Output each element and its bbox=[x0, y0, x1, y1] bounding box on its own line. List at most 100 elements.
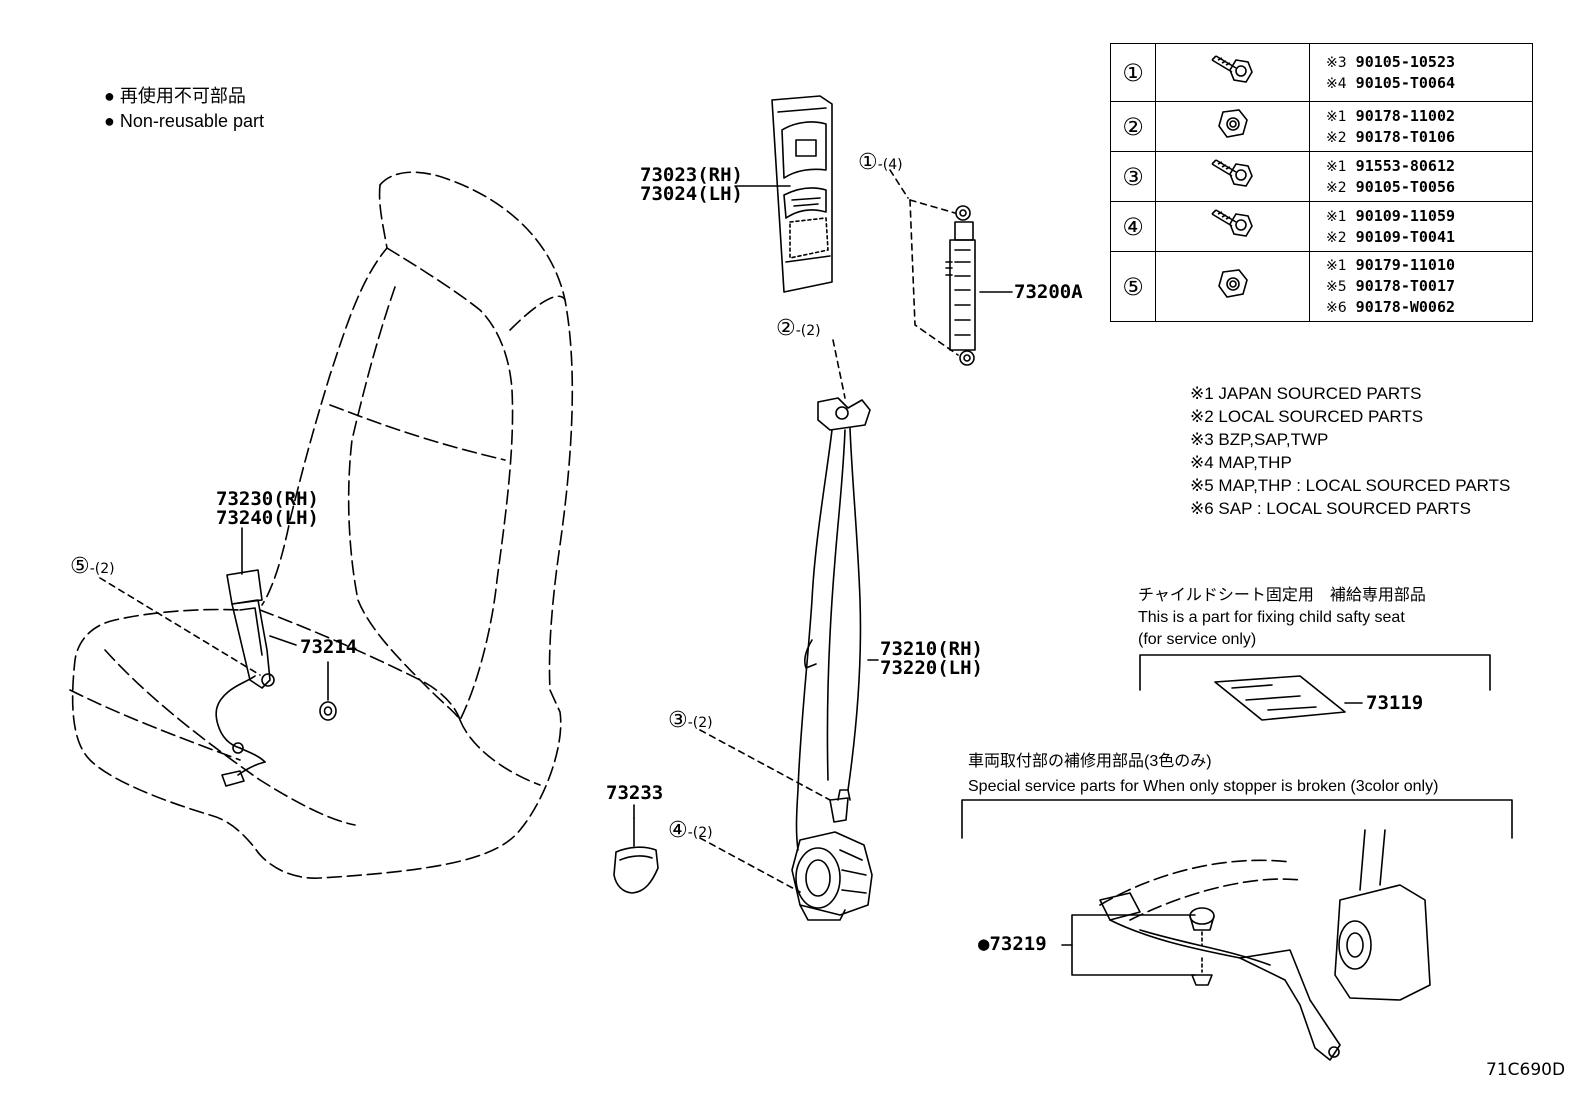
source-mark: ※4 bbox=[1326, 75, 1347, 92]
source-mark: ※6 bbox=[1326, 300, 1347, 316]
part-number-value: 90105-10523 bbox=[1355, 52, 1456, 71]
stopper-repair-area bbox=[961, 799, 1513, 1061]
fastener-row: ③ ※1 91553-80612 ※2 90105-T0056 bbox=[1110, 151, 1533, 202]
footnotes: ※1 JAPAN SOURCED PARTS ※2 LOCAL SOURCED … bbox=[1190, 382, 1510, 520]
part-number: ※2 90105-T0056 bbox=[1326, 177, 1532, 198]
part-number: ※6 90178-W0062 bbox=[1326, 297, 1532, 318]
source-mark: ※5 bbox=[1326, 279, 1347, 295]
fastener-ref-number: ④ bbox=[668, 818, 688, 843]
callout-anchor: 73200A bbox=[1014, 281, 1083, 303]
part-number: ※1 91553-80612 bbox=[1326, 156, 1532, 177]
source-mark: ※2 bbox=[1326, 229, 1347, 246]
part-number-value: 90178-11002 bbox=[1355, 106, 1456, 125]
fastener-ref-number: ⑤ bbox=[70, 554, 90, 579]
part-number: ※2 90109-T0041 bbox=[1326, 227, 1532, 248]
part-number: ※4 90105-T0064 bbox=[1326, 73, 1532, 94]
footnote: ※6 SAP : LOCAL SOURCED PARTS bbox=[1190, 499, 1471, 518]
fastener-ref-qty: -(4) bbox=[877, 157, 903, 173]
callout-belt-rh: 73210(RH) bbox=[880, 638, 983, 660]
nut-icon bbox=[1155, 251, 1310, 322]
fastener-ref-qty: -(2) bbox=[687, 825, 713, 841]
fastener-number: ⑤ bbox=[1110, 251, 1156, 322]
source-mark: ※2 bbox=[1326, 179, 1347, 196]
bolt-icon bbox=[1155, 43, 1310, 102]
bolt-icon bbox=[1155, 151, 1310, 202]
part-number-value: 90178-T0017 bbox=[1355, 277, 1456, 295]
part-number: ※3 90105-10523 bbox=[1326, 52, 1532, 73]
non-reusable-bullet-icon: ● bbox=[978, 933, 990, 955]
fastener-number: ② bbox=[1110, 101, 1156, 152]
height-adjuster-drawing bbox=[909, 199, 976, 366]
footnote: ※1 JAPAN SOURCED PARTS bbox=[1190, 384, 1422, 403]
callout-belt: 73210(RH) 73220(LH) bbox=[880, 640, 983, 678]
footnote: ※2 LOCAL SOURCED PARTS bbox=[1190, 407, 1424, 426]
callout-child-plate: 73119 bbox=[1366, 692, 1424, 714]
part-number: ※2 90178-T0106 bbox=[1326, 127, 1532, 148]
bullet-icon: ● bbox=[104, 111, 115, 131]
fastener-ref-4: ④-(2) bbox=[668, 820, 713, 842]
callout-buckle-rh: 73230(RH) bbox=[216, 488, 319, 510]
callout-belt-lh: 73220(LH) bbox=[880, 657, 983, 679]
fastener-row: ② ※1 90178-11002 ※2 90178-T0106 bbox=[1110, 101, 1533, 152]
bolt-icon bbox=[1155, 201, 1310, 252]
fastener-number: ① bbox=[1110, 43, 1156, 102]
footnote: ※3 BZP,SAP,TWP bbox=[1190, 430, 1329, 449]
fastener-ref-number: ① bbox=[858, 150, 878, 175]
callout-cover: 73233 bbox=[606, 782, 664, 804]
fastener-row: ① ※3 90105-10523 ※4 90105-T0064 bbox=[1110, 43, 1533, 102]
legend: ● 再使用不可部品 ● Non-reusable part bbox=[104, 84, 264, 134]
source-mark: ※2 bbox=[1326, 129, 1347, 146]
fastener-row: ⑤ ※1 90179-11010 ※5 90178-T0017 ※6 90178… bbox=[1110, 251, 1533, 322]
fastener-table: ① ※3 90105-10523 ※4 90105-T0064 ② ※1 901… bbox=[1110, 43, 1533, 322]
callout-stopper: ●73219 bbox=[978, 935, 1047, 954]
fastener-ref-5: ⑤-(2) bbox=[70, 556, 115, 578]
bullet-icon: ● bbox=[104, 86, 115, 106]
fastener-part-numbers: ※1 91553-80612 ※2 90105-T0056 bbox=[1309, 151, 1533, 202]
belt-retractor-drawing bbox=[791, 397, 873, 921]
fastener-ref-qty: -(2) bbox=[795, 323, 821, 339]
callout-buckle-lh: 73240(LH) bbox=[216, 507, 319, 529]
stopper-note: 車両取付部の補修用部品(3色のみ) Special service parts … bbox=[968, 749, 1438, 799]
fastener-number: ③ bbox=[1110, 151, 1156, 202]
part-number-value: 90105-T0056 bbox=[1355, 177, 1456, 196]
child-seat-note-en: This is a part for fixing child safty se… bbox=[1138, 609, 1405, 626]
part-number-value: 90109-11059 bbox=[1355, 206, 1456, 225]
fastener-part-numbers: ※1 90179-11010 ※5 90178-T0017 ※6 90178-W… bbox=[1309, 251, 1533, 322]
fastener-ref-3: ③-(2) bbox=[668, 710, 713, 732]
callout-pillar-trim: 73023(RH) 73024(LH) bbox=[640, 166, 743, 204]
stopper-note-jp: 車両取付部の補修用部品(3色のみ) bbox=[968, 753, 1212, 770]
source-mark: ※1 bbox=[1326, 208, 1347, 225]
source-mark: ※3 bbox=[1326, 54, 1347, 71]
retractor-cover-drawing bbox=[613, 817, 659, 894]
part-number-value: 90179-11010 bbox=[1355, 256, 1456, 274]
part-number-value: 90109-T0041 bbox=[1355, 227, 1456, 246]
fastener-part-numbers: ※1 90178-11002 ※2 90178-T0106 bbox=[1309, 101, 1533, 152]
child-seat-note-jp: チャイルドシート固定用 補給専用部品 bbox=[1138, 587, 1426, 604]
legend-text-jp: 再使用不可部品 bbox=[119, 86, 246, 106]
fastener-row: ④ ※1 90109-11059 ※2 90109-T0041 bbox=[1110, 201, 1533, 252]
child-seat-note: チャイルドシート固定用 補給専用部品 This is a part for fi… bbox=[1138, 585, 1426, 651]
leader-lines bbox=[99, 169, 1073, 946]
child-seat-note-service: (for service only) bbox=[1138, 631, 1257, 648]
callout-buckle: 73230(RH) 73240(LH) bbox=[216, 490, 319, 528]
callout-trim-rh: 73023(RH) bbox=[640, 164, 743, 186]
footnote: ※4 MAP,THP bbox=[1190, 453, 1292, 472]
callout-stopper-number: 73219 bbox=[989, 933, 1047, 955]
part-number: ※5 90178-T0017 bbox=[1326, 276, 1532, 297]
part-number-value: 90178-T0106 bbox=[1355, 127, 1456, 146]
fastener-ref-1: ①-(4) bbox=[858, 152, 903, 174]
callout-trim-lh: 73024(LH) bbox=[640, 183, 743, 205]
fastener-ref-qty: -(2) bbox=[687, 715, 713, 731]
part-number-value: 91553-80612 bbox=[1355, 156, 1456, 175]
part-number: ※1 90109-11059 bbox=[1326, 206, 1532, 227]
fastener-ref-qty: -(2) bbox=[89, 561, 115, 577]
legend-item-en: ● Non-reusable part bbox=[104, 109, 264, 134]
fastener-part-numbers: ※3 90105-10523 ※4 90105-T0064 bbox=[1309, 43, 1533, 102]
nut-icon bbox=[1155, 101, 1310, 152]
drawing-code: 71C690D bbox=[1486, 1060, 1566, 1080]
footnote: ※5 MAP,THP : LOCAL SOURCED PARTS bbox=[1190, 476, 1511, 495]
stopper-note-en: Special service parts for When only stop… bbox=[968, 778, 1439, 795]
fastener-ref-number: ② bbox=[776, 316, 796, 341]
source-mark: ※1 bbox=[1326, 258, 1347, 274]
